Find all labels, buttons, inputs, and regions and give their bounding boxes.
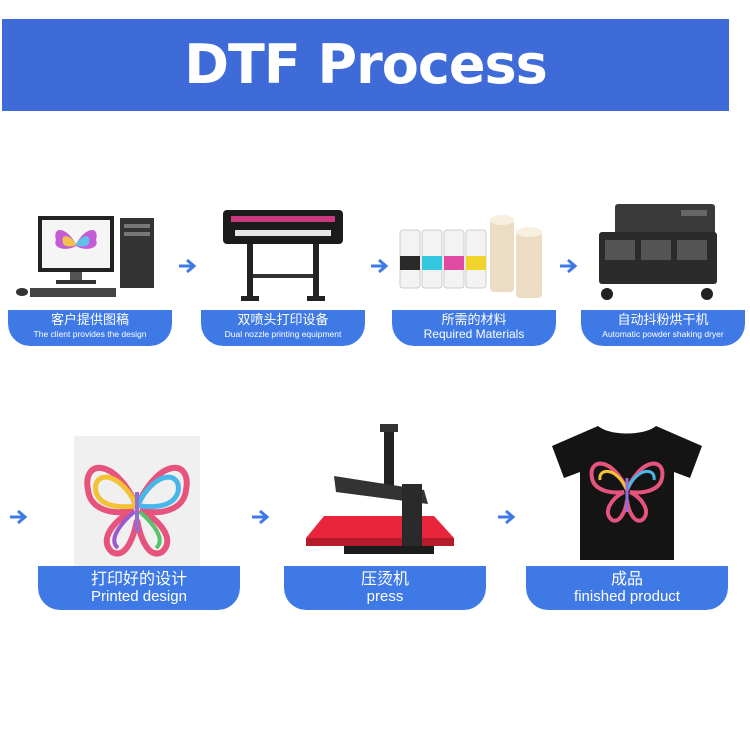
step-label-cn: 自动抖粉烘干机 — [581, 310, 745, 328]
step-label-en: Printed design — [38, 588, 240, 606]
step-card-heat-press: 压烫机 press — [284, 420, 486, 610]
step-card-printer: 双喷头打印设备 Dual nozzle printing equipment — [201, 196, 365, 346]
step-label-en: Dual nozzle printing equipment — [201, 328, 365, 341]
step-caption: 打印好的设计 Printed design — [38, 566, 240, 610]
page-title: DTF Process — [2, 31, 729, 99]
materials-image — [392, 196, 556, 310]
step-card-finished-product: 成品 finished product — [526, 420, 728, 610]
printed-design-image — [74, 436, 200, 568]
step-caption: 压烫机 press — [284, 566, 486, 610]
step-card-client-design: 客户提供图稿 The client provides the design — [8, 196, 172, 346]
dryer-image — [581, 196, 745, 310]
arrow-right-icon — [177, 258, 197, 274]
step-label-cn: 双喷头打印设备 — [201, 310, 365, 328]
step-label-cn: 打印好的设计 — [38, 566, 240, 588]
step-label-en: Automatic powder shaking dryer — [581, 328, 745, 341]
printer-image — [201, 196, 365, 310]
step-caption: 双喷头打印设备 Dual nozzle printing equipment — [201, 310, 365, 346]
step-caption: 客户提供图稿 The client provides the design — [8, 310, 172, 346]
arrow-right-icon — [558, 258, 578, 274]
heat-press-image — [284, 420, 486, 566]
step-label-en: Required Materials — [392, 328, 556, 341]
arrow-right-icon — [496, 509, 516, 525]
arrow-right-icon — [250, 509, 270, 525]
title-banner: DTF Process — [2, 19, 729, 111]
step-label-en: finished product — [526, 588, 728, 606]
computer-image — [8, 196, 172, 310]
step-label-cn: 成品 — [526, 566, 728, 588]
step-card-dryer: 自动抖粉烘干机 Automatic powder shaking dryer — [581, 196, 745, 346]
step-caption: 所需的材料 Required Materials — [392, 310, 556, 346]
step-label-cn: 客户提供图稿 — [8, 310, 172, 328]
arrow-right-icon — [369, 258, 389, 274]
step-label-en: The client provides the design — [8, 328, 172, 341]
step-card-printed-design: 打印好的设计 Printed design — [38, 436, 240, 610]
step-label-en: press — [284, 588, 486, 606]
arrow-right-icon — [8, 509, 28, 525]
tshirt-image — [526, 420, 728, 566]
step-card-materials: 所需的材料 Required Materials — [392, 196, 556, 346]
step-caption: 成品 finished product — [526, 566, 728, 610]
step-label-cn: 压烫机 — [284, 566, 486, 588]
step-label-cn: 所需的材料 — [392, 310, 556, 328]
step-caption: 自动抖粉烘干机 Automatic powder shaking dryer — [581, 310, 745, 346]
